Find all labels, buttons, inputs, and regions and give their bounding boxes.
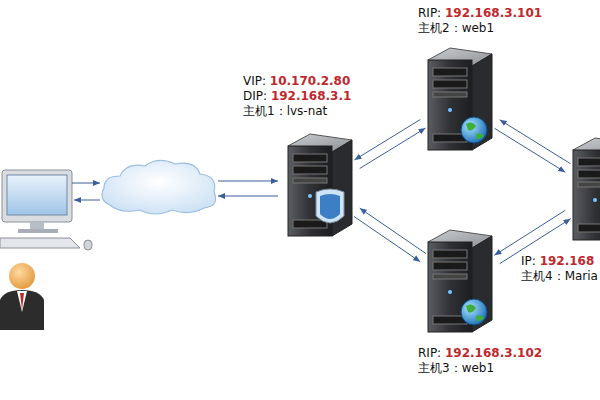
host-label: 主机2：web1 <box>418 21 542 36</box>
server-icon <box>565 136 600 244</box>
host-label: 主机3：web1 <box>418 361 542 376</box>
host-label: 主机4：Maria <box>521 269 598 284</box>
connector-arrow <box>360 128 426 168</box>
connector-arrow <box>360 208 426 253</box>
server-node: VIP: 10.170.2.80DIP: 192.168.3.1主机1：lvs-… <box>235 74 365 254</box>
server-node: IP: 192.168主机4：Maria <box>515 136 600 291</box>
connector-arrow <box>494 210 565 255</box>
label-group: VIP: 10.170.2.80DIP: 192.168.3.1主机1：lvs-… <box>243 74 351 119</box>
label-group: RIP: 192.168.3.101主机2：web1 <box>418 6 542 36</box>
server-icon <box>420 46 500 154</box>
host-label: IP: 192.168 <box>521 254 598 269</box>
host-label: VIP: 10.170.2.80 <box>243 74 351 89</box>
label-group: RIP: 192.168.3.102主机3：web1 <box>418 346 542 376</box>
host-label: RIP: 192.168.3.101 <box>418 6 542 21</box>
host-label: 主机1：lvs-nat <box>243 104 351 119</box>
server-node: RIP: 192.168.3.102主机3：web1 <box>410 226 560 391</box>
label-group: IP: 192.168主机4：Maria <box>521 254 598 284</box>
connector-arrow <box>495 128 566 172</box>
connector-arrow <box>500 120 571 164</box>
server-icon <box>280 132 360 240</box>
connector-arrow <box>355 120 421 160</box>
host-label: DIP: 192.168.3.1 <box>243 89 351 104</box>
connector-arrow <box>354 217 420 262</box>
server-icon <box>420 228 500 336</box>
host-label: RIP: 192.168.3.102 <box>418 346 542 361</box>
server-node: RIP: 192.168.3.101主机2：web1 <box>410 6 560 151</box>
